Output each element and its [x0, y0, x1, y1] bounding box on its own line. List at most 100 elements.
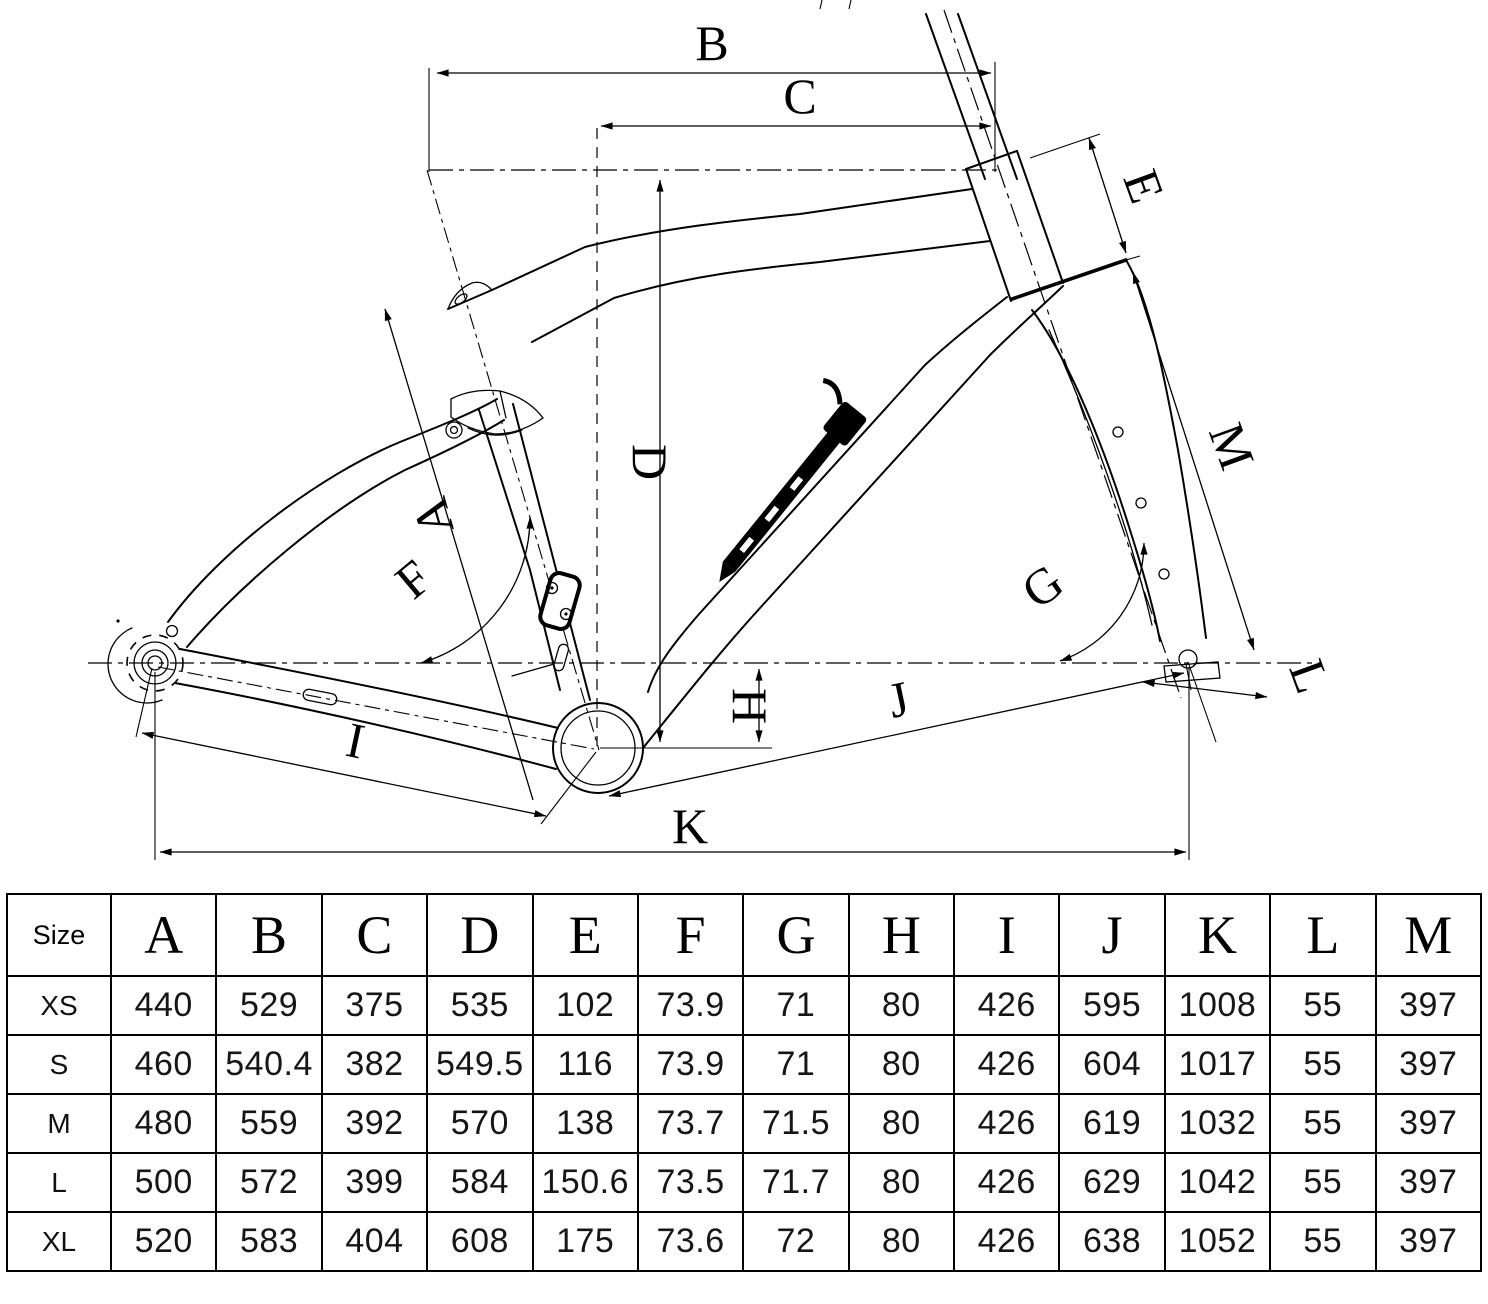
dimension-L: L	[1142, 652, 1342, 700]
battery-pack	[719, 378, 867, 582]
geometry-cell: 629	[1058, 1152, 1166, 1213]
geometry-cell: 426	[952, 1093, 1061, 1154]
dimension-H: H	[722, 668, 778, 743]
geometry-cell: 150.6	[531, 1152, 639, 1213]
geometry-cell: 80	[847, 975, 956, 1036]
cropped-top-marks	[819, 0, 852, 10]
geometry-cell: 80	[847, 1211, 956, 1272]
table-row: S 460 540.4 382 549.5 116 73.9 71 80 426…	[6, 1034, 1482, 1095]
rear-axle	[147, 655, 163, 671]
dim-label-G: G	[1011, 553, 1073, 620]
down-tube	[642, 285, 1064, 749]
col-header: M	[1374, 893, 1482, 977]
geometry-cell: 399	[320, 1152, 429, 1213]
dimension-C: C	[600, 68, 992, 130]
size-cell: S	[6, 1034, 112, 1095]
col-header: F	[636, 893, 745, 977]
dim-label-D: D	[622, 444, 678, 480]
geometry-cell: 71	[742, 975, 850, 1036]
geometry-cell: 619	[1058, 1093, 1166, 1154]
geometry-cell: 73.7	[636, 1093, 745, 1154]
geometry-cell: 80	[847, 1152, 956, 1213]
ext-E-bottom	[1125, 255, 1141, 261]
geometry-cell: 529	[215, 975, 323, 1036]
table-row: XL 520 583 404 608 175 73.6 72 80 426 63…	[6, 1211, 1482, 1272]
size-cell: XS	[6, 975, 112, 1036]
geometry-cell: 73.9	[636, 1034, 745, 1095]
geometry-cell: 559	[215, 1093, 323, 1154]
geometry-cell: 397	[1374, 1093, 1482, 1154]
dim-label-H: H	[722, 688, 778, 724]
geometry-cell: 500	[109, 1152, 218, 1213]
geometry-cell: 55	[1269, 1211, 1377, 1272]
saddle-clamp	[450, 389, 544, 436]
seatpost-head	[447, 281, 492, 310]
table-row: XS 440 529 375 535 102 73.9 71 80 426 59…	[6, 975, 1482, 1036]
geometry-cell: 604	[1058, 1034, 1166, 1095]
ext-I-right	[540, 751, 597, 825]
col-header: K	[1163, 893, 1272, 977]
geometry-cell: 72	[742, 1211, 850, 1272]
geometry-cell: 572	[215, 1152, 323, 1213]
geometry-cell: 175	[531, 1211, 639, 1272]
geometry-cell: 608	[426, 1211, 534, 1272]
dim-label-B: B	[695, 15, 728, 71]
col-header: A	[109, 893, 218, 977]
geometry-cell: 1008	[1163, 975, 1272, 1036]
geometry-cell: 55	[1269, 1034, 1377, 1095]
geometry-cell: 71.7	[742, 1152, 850, 1213]
geometry-cell: 71.5	[742, 1093, 850, 1154]
ext-I-left	[135, 667, 153, 738]
dimension-lines: B C D A E M H	[141, 15, 1342, 856]
col-header: B	[215, 893, 323, 977]
geometry-cell: 382	[320, 1034, 429, 1095]
ext-E-top	[1029, 133, 1101, 159]
head-tube	[965, 150, 1064, 302]
geometry-cell: 404	[320, 1211, 429, 1272]
centerlines	[88, 0, 1322, 751]
stay-bolt	[445, 421, 463, 439]
dimension-J: J	[608, 670, 1185, 798]
dimension-F-angle: F	[384, 516, 534, 664]
geometry-cell: 138	[531, 1093, 639, 1154]
geometry-cell: 397	[1374, 1034, 1482, 1095]
top-tube	[447, 188, 991, 343]
geometry-cell: 1032	[1163, 1093, 1272, 1154]
table-row: L 500 572 399 584 150.6 73.5 71.7 80 426…	[6, 1152, 1482, 1213]
geometry-cell: 80	[847, 1034, 956, 1095]
rotor-scallop-ring	[126, 634, 184, 692]
geometry-cell: 540.4	[215, 1034, 323, 1095]
col-header: C	[320, 893, 429, 977]
seat-tube-slot	[553, 643, 570, 672]
geometry-cell: 570	[426, 1093, 534, 1154]
dim-label-I: I	[342, 711, 370, 769]
geometry-cell: 116	[531, 1034, 639, 1095]
geometry-cell: 55	[1269, 975, 1377, 1036]
geometry-cell: 397	[1374, 1152, 1482, 1213]
fork-crown-edge	[1010, 258, 1128, 301]
geometry-cell: 55	[1269, 1152, 1377, 1213]
chainstay-slot	[302, 688, 338, 706]
steerer-tube	[925, 13, 1018, 180]
col-header-size: Size	[6, 893, 112, 977]
ext-L	[1187, 661, 1217, 743]
geometry-cell: 1017	[1163, 1034, 1272, 1095]
dim-label-L: L	[1278, 652, 1341, 700]
geometry-cell: 1052	[1163, 1211, 1272, 1272]
seat-tube	[478, 403, 591, 701]
geometry-cell: 397	[1374, 1211, 1482, 1272]
geometry-cell: 426	[952, 1152, 1061, 1213]
size-cell: L	[6, 1152, 112, 1213]
geometry-cell: 1042	[1163, 1152, 1272, 1213]
geometry-cell: 549.5	[426, 1034, 534, 1095]
geometry-cell: 392	[320, 1093, 429, 1154]
dim-label-F: F	[384, 549, 441, 610]
geometry-cell: 55	[1269, 1093, 1377, 1154]
geometry-cell: 584	[426, 1152, 534, 1213]
dim-label-M: M	[1198, 416, 1266, 477]
col-header: H	[847, 893, 956, 977]
geometry-cell: 440	[109, 975, 218, 1036]
chainstay-centerline	[157, 666, 595, 750]
geometry-cell: 102	[531, 975, 639, 1036]
dim-label-K: K	[672, 798, 708, 854]
